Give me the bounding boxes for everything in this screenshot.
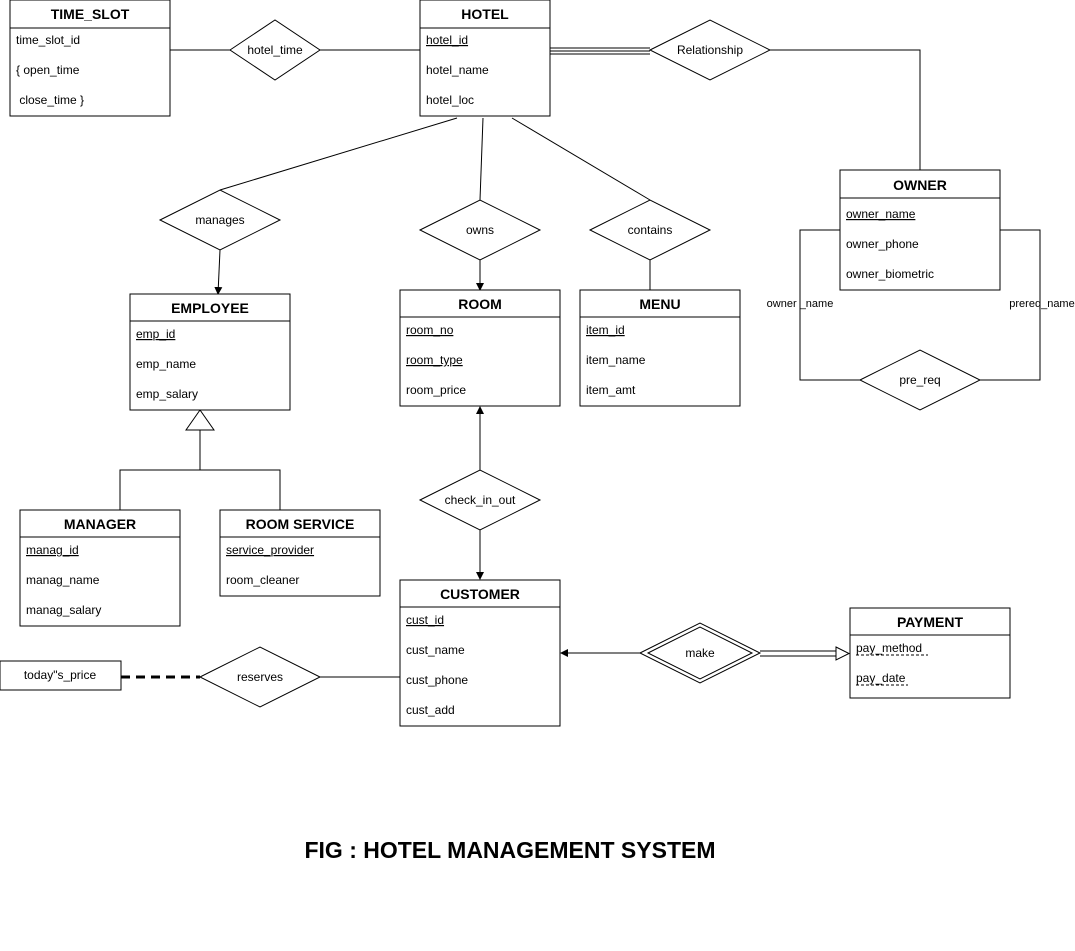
relationship-label: hotel_time <box>247 43 303 57</box>
entity-attribute: room_cleaner <box>226 573 299 587</box>
entity-attribute: close_time } <box>16 93 84 107</box>
relationship-make: make <box>638 622 762 684</box>
entity-attribute-key: item_id <box>586 323 625 337</box>
entity-attribute-key: service_provider <box>226 543 314 557</box>
entity-owner: OWNER owner_name owner_phone owner_biome… <box>839 169 1001 291</box>
relationship-label: contains <box>628 223 673 237</box>
entity-attribute-key: room_type <box>406 353 463 367</box>
todays-price-label: today"s_price <box>24 668 97 682</box>
isa-triangle <box>185 409 215 431</box>
entity-attribute: hotel_loc <box>426 93 474 107</box>
entity-attribute-partial-key: pay_method <box>856 641 922 655</box>
relationship-check-in-out: check_in_out <box>418 469 542 531</box>
relationship-label: reserves <box>237 670 283 684</box>
entity-attribute: room_price <box>406 383 466 397</box>
relationship-hotel-time: hotel_time <box>229 19 321 81</box>
relationship-label: manages <box>195 213 244 227</box>
entity-hotel: HOTEL hotel_id hotel_name hotel_loc <box>419 0 551 117</box>
relationship-label: pre_req <box>899 373 940 387</box>
connectors <box>119 47 1041 679</box>
entity-attribute: manag_salary <box>26 603 101 617</box>
entity-payment: PAYMENT pay_method pay_date <box>849 607 1011 699</box>
entity-attribute: time_slot_id <box>16 33 80 47</box>
entity-title: HOTEL <box>461 6 509 22</box>
entity-attribute: manag_name <box>26 573 100 587</box>
edge-manages-employee <box>214 249 223 295</box>
edge-hotel-contains <box>511 117 651 201</box>
entity-title: OWNER <box>893 177 947 193</box>
entity-title: CUSTOMER <box>440 586 520 602</box>
entity-customer: CUSTOMER cust_id cust_name cust_phone cu… <box>399 579 561 727</box>
entity-attribute-key: room_no <box>406 323 454 337</box>
entity-title: TIME_SLOT <box>51 6 130 22</box>
relationship-label: make <box>685 646 715 660</box>
entity-attribute: cust_phone <box>406 673 468 687</box>
entity-attribute-partial-key: pay_date <box>856 671 906 685</box>
relationship-label: owns <box>466 223 494 237</box>
entity-room-service: ROOM SERVICE service_provider room_clean… <box>219 509 381 597</box>
entity-employee: EMPLOYEE emp_id emp_name emp_salary <box>129 293 291 411</box>
attribute-todays-price: today"s_price <box>0 660 122 691</box>
edge-hotel-owns <box>479 117 484 201</box>
entity-attribute: owner_biometric <box>846 267 934 281</box>
relationship-label: check_in_out <box>445 493 516 507</box>
relationship-reserves: reserves <box>198 646 322 708</box>
entity-attribute-key: owner_name <box>846 207 916 221</box>
entity-attribute: item_amt <box>586 383 636 397</box>
entity-menu: MENU item_id item_name item_amt <box>579 289 741 407</box>
entity-manager: MANAGER manag_id manag_name manag_salary <box>19 509 181 627</box>
entity-attribute: item_name <box>586 353 646 367</box>
entity-attribute-key: manag_id <box>26 543 79 557</box>
entity-attribute: cust_add <box>406 703 455 717</box>
entity-attribute-key: cust_id <box>406 613 444 627</box>
entity-attribute-key: emp_id <box>136 327 175 341</box>
relationship-manages: manages <box>158 189 282 251</box>
relationship-owns: owns <box>418 199 542 261</box>
entity-room: ROOM room_no room_type room_price <box>399 289 561 407</box>
entity-title: ROOM SERVICE <box>246 516 355 532</box>
relationship-label: Relationship <box>677 43 743 57</box>
entity-attribute: hotel_name <box>426 63 489 77</box>
entity-title: EMPLOYEE <box>171 300 249 316</box>
relationship-pre-req: pre_req <box>858 349 982 411</box>
relationship-contains: contains <box>588 199 712 261</box>
relationship-relationship: Relationship <box>648 19 772 81</box>
entity-title: MENU <box>639 296 680 312</box>
entity-attribute: owner_phone <box>846 237 919 251</box>
entity-title: PAYMENT <box>897 614 964 630</box>
entity-attribute-key: hotel_id <box>426 33 468 47</box>
entity-attribute: cust_name <box>406 643 465 657</box>
entity-title: ROOM <box>458 296 502 312</box>
entity-attribute: { open_time <box>16 63 80 77</box>
entity-attribute: emp_name <box>136 357 196 371</box>
edge-label-owner-name: owner _name <box>767 298 834 310</box>
entity-title: MANAGER <box>64 516 136 532</box>
edge-hotel-manages <box>219 117 458 191</box>
entity-time-slot: TIME_SLOT time_slot_id { open_time close… <box>9 0 171 117</box>
entity-attribute: emp_salary <box>136 387 198 401</box>
edge-owner-prereq-left <box>799 229 860 381</box>
edge-label-prereq-name: prereq_name <box>1009 298 1074 310</box>
edge-relationship-owner <box>770 49 921 170</box>
edge-owner-prereq-right <box>980 229 1041 381</box>
figure-caption: FIG : HOTEL MANAGEMENT SYSTEM <box>304 837 715 863</box>
edge-make-payment-arrowhead <box>835 646 851 661</box>
edge-isa-branches <box>119 469 281 510</box>
